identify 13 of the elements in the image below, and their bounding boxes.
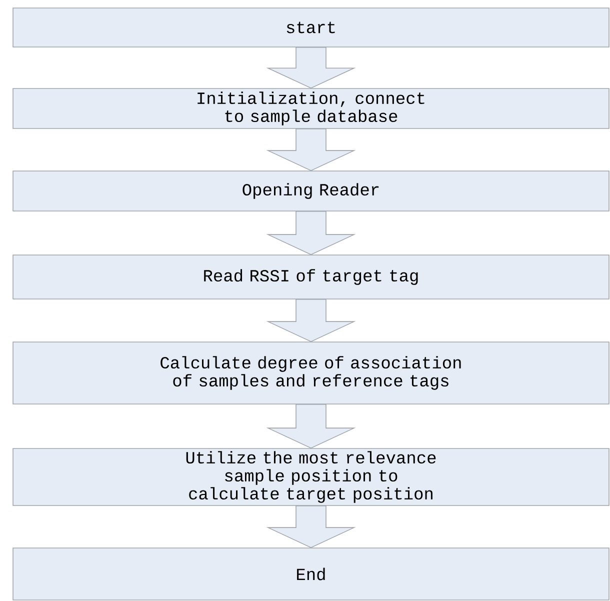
block-arrow	[266, 505, 356, 548]
block-arrow	[266, 404, 356, 449]
process-box: Read RSSI of target tag	[12, 254, 610, 300]
process-box: Calculate degree of association of samples and reference tags	[12, 342, 610, 404]
process-box: Utilize the most relevance sample position to calculate target position	[12, 448, 610, 506]
block-arrow	[266, 46, 356, 89]
process-box: start	[12, 8, 610, 48]
block-arrow	[266, 128, 356, 172]
block-arrow	[266, 210, 356, 256]
process-box: Opening Reader	[12, 170, 610, 212]
process-box: End	[12, 548, 610, 600]
process-box: Initialization, connect to sample database	[12, 88, 610, 129]
block-arrow	[266, 298, 356, 342]
